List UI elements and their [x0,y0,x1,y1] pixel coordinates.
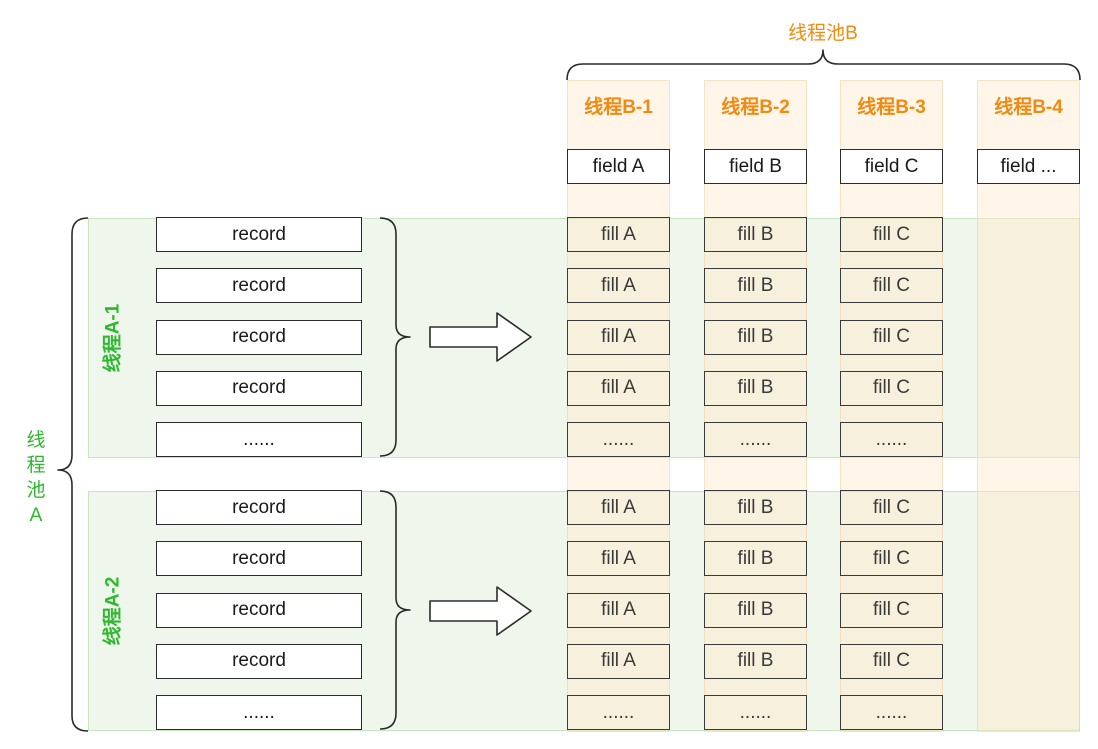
fill-cell: fill C [840,319,943,355]
fill-cell: fill C [840,490,943,525]
record-ellipsis-cell: ...... [156,422,362,458]
fill-cell: fill A [567,490,670,525]
fill-cell: fill C [840,541,943,577]
thread-b-label: 线程B-2 [721,97,790,118]
fill-cell: fill C [840,592,943,628]
pool-a-char: 程 [26,455,46,476]
fill-cell: fill B [704,370,807,406]
fill-cell: fill B [704,643,807,679]
field-cell: field ... [977,149,1080,184]
record-cell: record [156,370,362,406]
fill-cell: fill A [567,319,670,355]
thread-b-column [704,80,807,732]
fill-cell: fill A [567,592,670,628]
fill-cell: fill B [704,592,807,628]
record-ellipsis-cell: ...... [156,695,362,731]
record-cell: record [156,643,362,679]
fill-cell: fill A [567,217,670,252]
pool-b-label: 线程池B [788,23,858,44]
fill-cell: ...... [704,422,807,458]
record-cell: record [156,268,362,304]
record-cell: record [156,217,362,252]
fill-cell: fill B [704,268,807,304]
record-cell: record [156,319,362,355]
fill-cell: ...... [704,695,807,731]
fill-cell: ...... [567,695,670,731]
fill-cell: fill C [840,268,943,304]
pool-b-brace [566,49,1081,81]
field-cell: field C [840,149,943,184]
fill-cell: fill A [567,268,670,304]
arrow-right-icon [429,586,532,636]
pool-a-brace [57,217,89,732]
fill-cell: ...... [840,422,943,458]
fill-cell: fill C [840,217,943,252]
fill-cell: fill A [567,370,670,406]
pool-a-char: 池 [26,480,46,501]
thread-b-label: 线程B-1 [584,97,653,118]
record-cell: record [156,541,362,577]
thread-a-brace [379,217,411,457]
fill-cell: ...... [567,422,670,458]
field-cell: field A [567,149,670,184]
fill-cell: ...... [840,695,943,731]
fill-cell: fill B [704,541,807,577]
fill-cell: fill B [704,319,807,355]
thread-a-brace [379,490,411,730]
thread-b-column [840,80,943,732]
fill-cell: fill A [567,541,670,577]
thread-b-label: 线程B-3 [857,97,926,118]
fill-cell: fill A [567,643,670,679]
fill-cell: fill C [840,370,943,406]
record-cell: record [156,592,362,628]
thread-b-column [567,80,670,732]
thread-b-label: 线程B-4 [994,97,1063,118]
arrow-right-icon [429,312,532,362]
thread-b-column [977,80,1080,732]
record-cell: record [156,490,362,525]
field-cell: field B [704,149,807,184]
pool-a-char: 线 [26,430,46,451]
fill-cell: fill C [840,643,943,679]
fill-cell: fill B [704,490,807,525]
pool-a-char: A [29,505,43,526]
fill-cell: fill B [704,217,807,252]
